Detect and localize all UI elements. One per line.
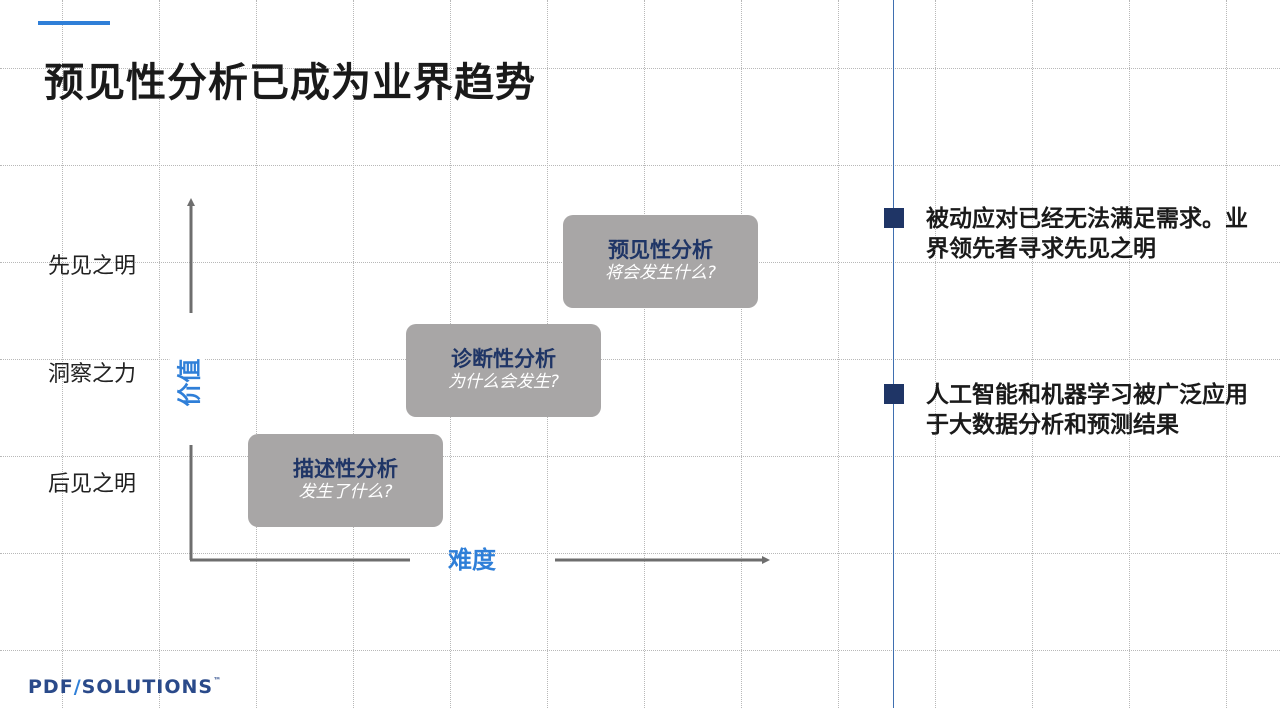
logo-slash: / — [73, 676, 82, 698]
y-level-hindsight: 后见之明 — [48, 472, 137, 497]
logo-right: SOLUTIONS — [81, 676, 214, 698]
stage-subtitle: 发生了什么? — [298, 482, 393, 502]
grid-line — [353, 0, 354, 708]
grid-line — [0, 165, 1280, 166]
grid-line — [935, 0, 936, 708]
grid-line — [1226, 0, 1227, 708]
grid-line — [256, 0, 257, 708]
stage-predictive: 预见性分析 将会发生什么? — [563, 215, 758, 308]
grid-line — [62, 0, 63, 708]
grid-line — [0, 456, 1280, 457]
grid-line — [0, 553, 1280, 554]
x-axis-label: 难度 — [448, 546, 496, 574]
stage-subtitle: 将会发生什么? — [604, 263, 717, 283]
stage-title: 描述性分析 — [293, 457, 398, 481]
square-bullet-icon — [884, 208, 904, 228]
grid-line — [0, 359, 1280, 360]
logo-left: PDF — [28, 676, 74, 698]
bullet-text: 被动应对已经无法满足需求。业界领先者寻求先见之明 — [926, 206, 1248, 262]
stage-title: 预见性分析 — [608, 238, 713, 262]
grid-line — [644, 0, 645, 708]
grid-line — [741, 0, 742, 708]
grid-line — [159, 0, 160, 708]
square-bullet-icon — [884, 384, 904, 404]
stage-diagnostic: 诊断性分析 为什么会发生? — [406, 324, 601, 417]
grid-line — [0, 68, 1280, 69]
page-title: 预见性分析已成为业界趋势 — [44, 60, 536, 106]
y-level-insight: 洞察之力 — [48, 362, 137, 387]
vertical-divider — [893, 0, 894, 708]
grid-line — [838, 0, 839, 708]
stage-subtitle: 为什么会发生? — [447, 372, 560, 392]
stage-descriptive: 描述性分析 发生了什么? — [248, 434, 443, 527]
grid-line — [1129, 0, 1130, 708]
grid-line — [0, 650, 1280, 651]
y-axis-label: 价值 — [169, 356, 205, 409]
title-accent-bar — [38, 21, 110, 25]
grid-line — [1032, 0, 1033, 708]
logo-trademark: ™ — [213, 676, 223, 685]
bullet-text: 人工智能和机器学习被广泛应用于大数据分析和预测结果 — [926, 382, 1248, 438]
stage-title: 诊断性分析 — [451, 347, 556, 371]
y-level-foresight: 先见之明 — [48, 254, 137, 279]
pdf-solutions-logo: PDF/SOLUTIONS™ — [28, 676, 222, 698]
